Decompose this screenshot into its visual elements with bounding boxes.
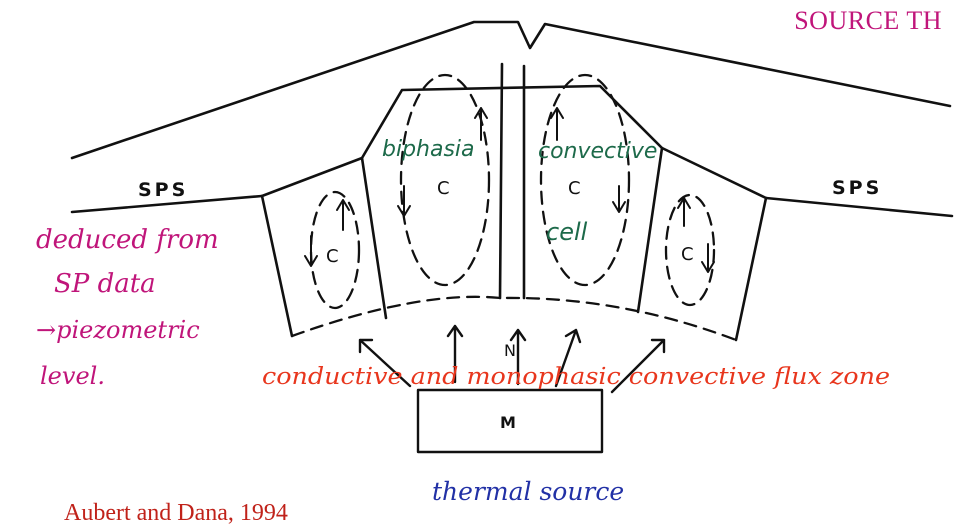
zone-divider-left-outer <box>260 194 294 338</box>
heat-arrow-2 <box>446 324 464 384</box>
label-cell-c-far-right: C <box>681 244 694 265</box>
downflow-arrow-far-left <box>304 235 318 267</box>
label-zone-n: N <box>504 341 516 360</box>
heat-arrow-4 <box>554 328 582 388</box>
heat-arrow-1 <box>358 338 412 388</box>
convection-cell-far-right <box>664 193 716 307</box>
downflow-arrow-center-right <box>612 185 626 213</box>
downflow-arrow-center-left <box>397 185 411 217</box>
label-cell-c-center-left: C <box>437 178 450 199</box>
convection-cell-center-right <box>539 73 631 287</box>
zone-divider-right-outer <box>734 196 768 342</box>
label-sps-right: SPS <box>832 177 882 199</box>
zone-divider-center-left <box>498 62 504 300</box>
note-deduced-line4: level. <box>40 362 105 390</box>
label-magma-m: M <box>500 413 516 432</box>
upflow-arrow-center-right <box>550 107 564 141</box>
label-sps-left: SPS <box>138 179 188 201</box>
note-deduced-line3: →piezometric <box>36 316 200 344</box>
note-deduced-line2: SP data <box>54 269 156 299</box>
volcano-profile <box>70 20 952 160</box>
label-cell-c-center-right: C <box>568 178 581 199</box>
zone-boundary-upper <box>260 84 768 200</box>
note-cell: cell <box>546 218 588 246</box>
note-biphasic: biphasia <box>382 137 475 162</box>
upflow-arrow-far-left <box>336 199 350 231</box>
upflow-arrow-center-left <box>474 107 488 141</box>
convection-cell-far-left <box>309 190 361 310</box>
heat-arrow-3 <box>509 328 527 386</box>
convection-cell-center-left <box>399 73 491 287</box>
zone-divider-left-inner <box>360 156 388 320</box>
heat-arrow-5 <box>610 338 666 394</box>
upflow-arrow-far-right <box>677 197 691 227</box>
sps-line-left <box>70 194 264 214</box>
downflow-arrow-far-right <box>701 243 715 273</box>
dashed-conductive-boundary <box>290 295 738 342</box>
sps-line-right <box>764 196 954 218</box>
note-convective: convective <box>538 139 657 164</box>
note-flux-zone: conductive and monophasic convective flu… <box>262 364 890 390</box>
label-cell-c-far-left: C <box>326 246 339 267</box>
magma-chamber-box <box>416 388 604 454</box>
zone-divider-right-inner <box>636 146 664 314</box>
citation: Aubert and Dana, 1994 <box>64 500 288 526</box>
note-thermal-source: thermal source <box>432 477 624 506</box>
note-deduced-line1: deduced from <box>36 225 219 255</box>
slide-title: SOURCE TH <box>794 6 942 35</box>
